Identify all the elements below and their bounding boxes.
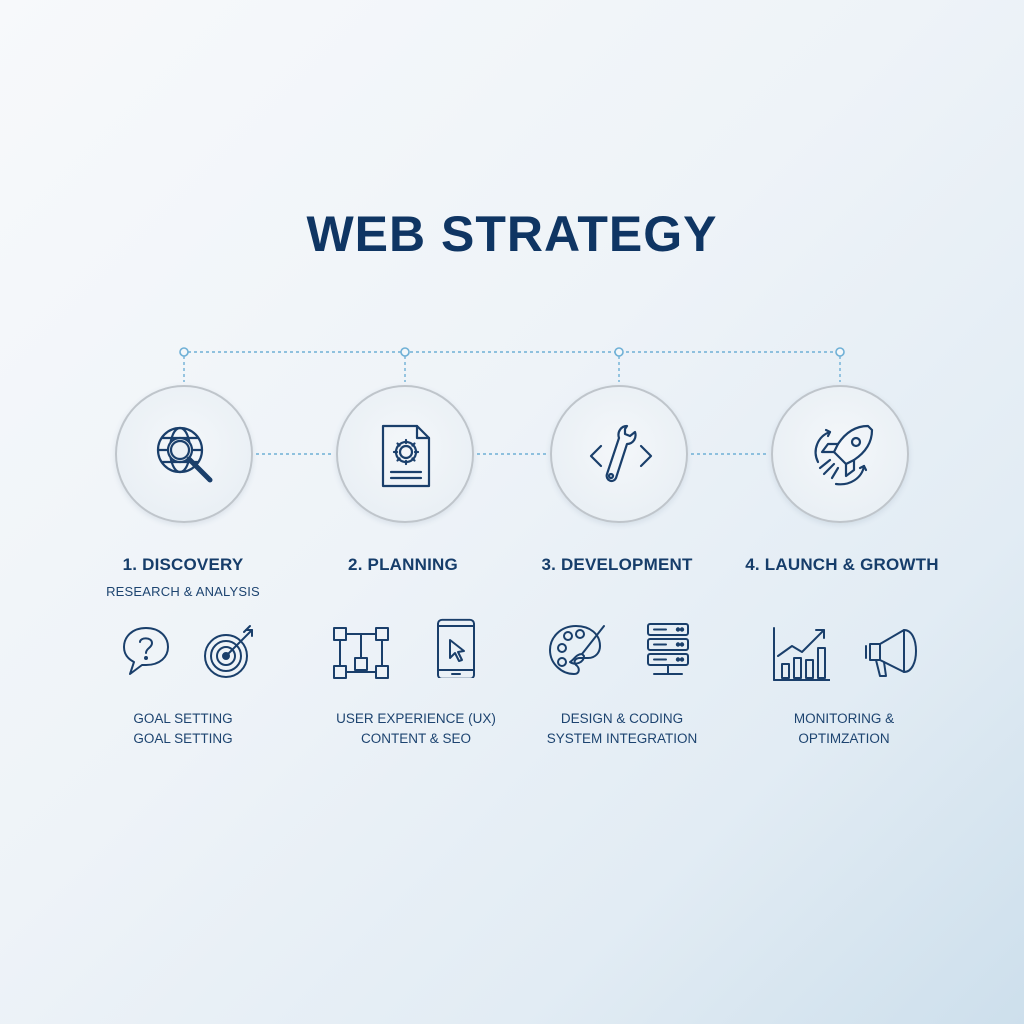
palette-brush-icon <box>549 625 605 675</box>
caption-line: CONTENT & SEO <box>360 731 472 746</box>
sitemap-icon <box>333 627 389 679</box>
development-circle <box>550 385 688 523</box>
caption-line: SYSTEM INTEGRATION <box>546 731 698 746</box>
stage-title-planning: 2. PLANNING <box>348 555 458 574</box>
target-arrow-icon <box>204 625 253 678</box>
stage-subtitle-discovery: RESEARCH & ANALYSIS <box>106 584 260 599</box>
caption-planning: USER EXPERIENCE (UX) CONTENT & SEO <box>296 709 536 749</box>
discovery-circle <box>115 385 253 523</box>
server-stack-icon <box>647 623 689 675</box>
rocket-cycle-icon <box>814 424 874 486</box>
globe-magnifier-icon <box>156 426 213 483</box>
mobile-cursor-icon <box>437 618 475 678</box>
caption-line: MONITORING & <box>793 711 895 726</box>
caption-line: GOAL SETTING <box>133 731 233 746</box>
code-wrench-icon <box>589 424 653 483</box>
planning-circle <box>336 385 474 523</box>
megaphone-icon <box>865 629 917 677</box>
stage-title-launch: 4. LAUNCH & GROWTH <box>745 555 939 574</box>
document-gear-icon <box>381 424 431 488</box>
caption-line: USER EXPERIENCE (UX) <box>336 711 496 726</box>
stage-title-discovery: 1. DISCOVERY <box>122 555 244 574</box>
caption-line: GOAL SETTING <box>133 711 233 726</box>
speech-question-icon <box>123 627 169 675</box>
launch-circle <box>771 385 909 523</box>
caption-discovery: GOAL SETTING GOAL SETTING <box>63 709 303 749</box>
caption-development: DESIGN & CODING SYSTEM INTEGRATION <box>502 709 742 749</box>
caption-launch: MONITORING & OPTIMZATION <box>724 709 964 749</box>
page-title: WEB STRATEGY <box>306 206 718 262</box>
growth-chart-icon <box>773 627 830 681</box>
stage-title-development: 3. DEVELOPMENT <box>541 555 693 574</box>
caption-line: OPTIMZATION <box>798 731 890 746</box>
caption-line: DESIGN & CODING <box>560 711 684 726</box>
